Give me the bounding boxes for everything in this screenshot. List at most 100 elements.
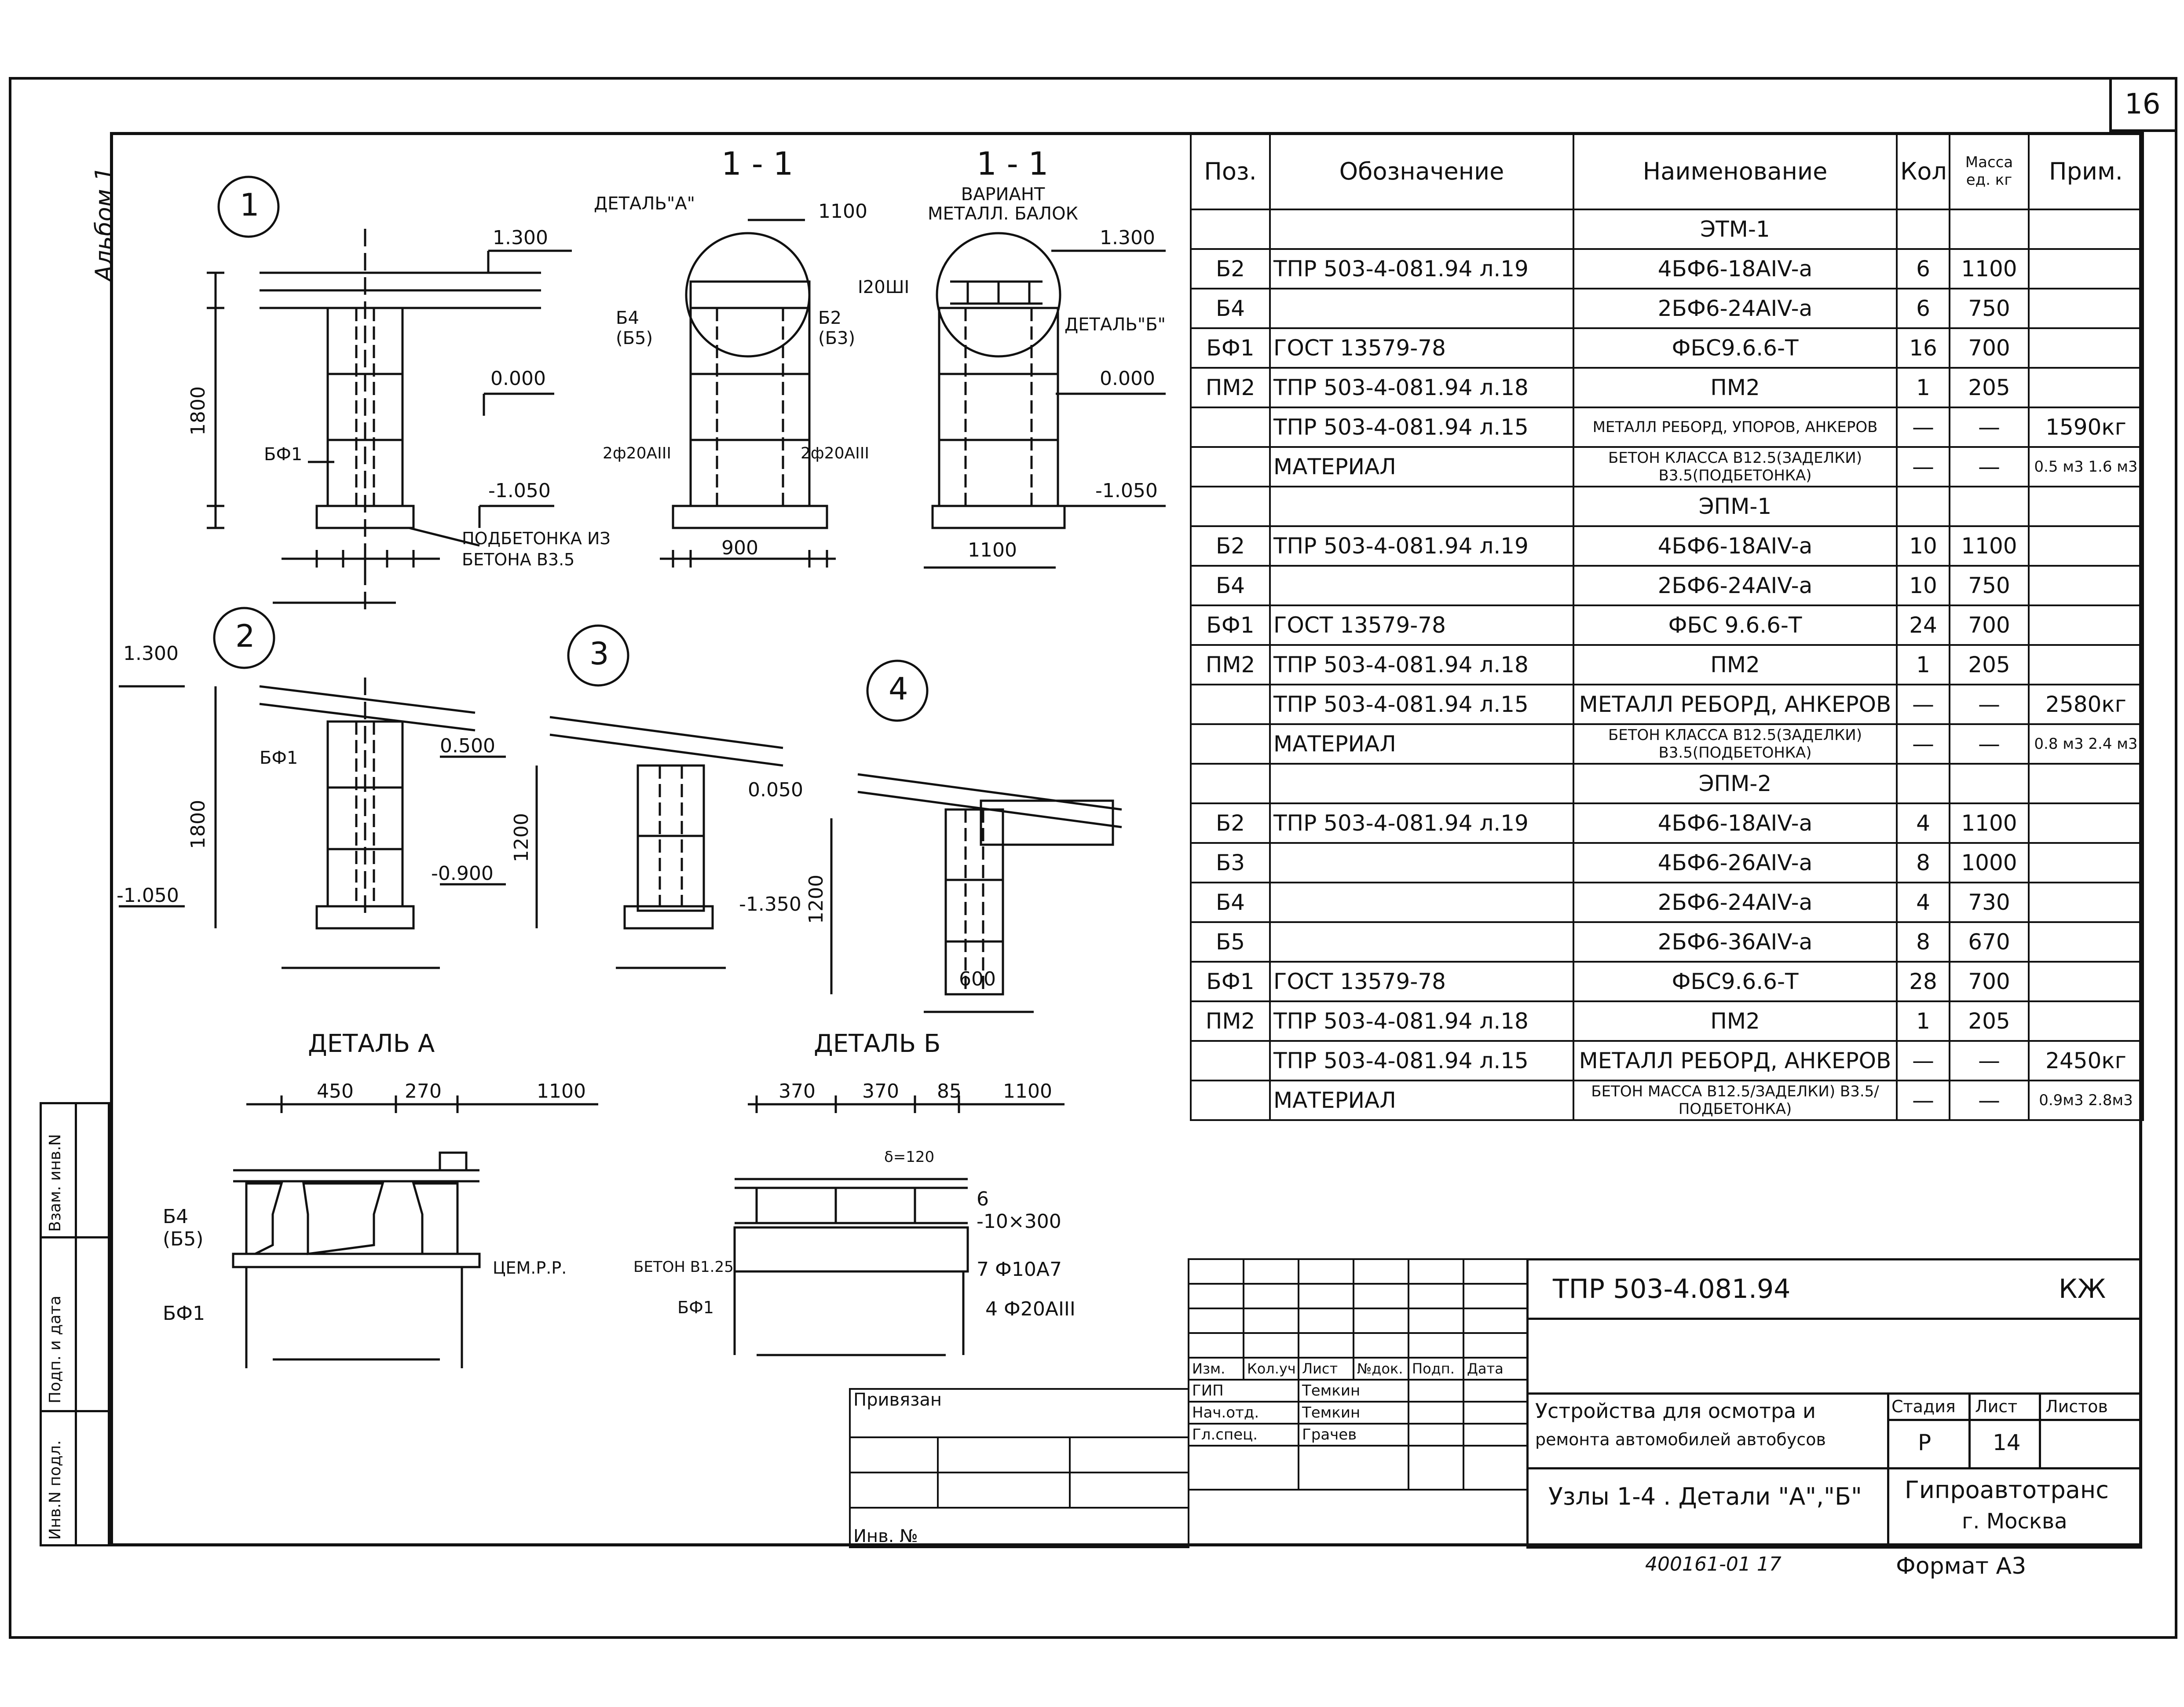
callout-phi20: 4 Ф20АIII	[985, 1298, 1076, 1320]
callout-cem: ЦЕМ.Р.Р.	[493, 1258, 567, 1278]
spec-cell-note	[2028, 763, 2144, 804]
spec-header-name: Наименование	[1573, 132, 1898, 210]
detail-a-title: ДЕТАЛЬ А	[308, 1029, 435, 1058]
spec-cell-qty: 1	[1896, 1000, 1950, 1042]
node-3-drawing	[440, 716, 783, 969]
spec-cell-pos: ПМ2	[1190, 367, 1271, 408]
spec-cell-note: 1590кг	[2028, 407, 2144, 448]
callout-b2b3: Б2 (Б3)	[818, 308, 856, 348]
spec-cell-qty: 10	[1896, 525, 1950, 567]
spec-cell-note: 0.5 м3 1.6 м3	[2028, 446, 2144, 487]
spec-header-qty: Кол.	[1896, 132, 1950, 210]
sheets-label: Листов	[2045, 1397, 2108, 1416]
title-vsep	[1887, 1392, 1889, 1549]
spec-cell-note	[2028, 565, 2144, 606]
format-label: Формат А3	[1896, 1553, 2027, 1579]
inv-label: Инв. №	[849, 1507, 1190, 1548]
title-sep-2	[1526, 1392, 2142, 1395]
spec-cell-note	[2028, 882, 2144, 923]
side-stamp-divider	[75, 1102, 77, 1546]
title-main-box	[1526, 1258, 2142, 1549]
spec-cell-mass: 670	[1949, 921, 2030, 963]
title-sep-1	[1526, 1318, 2142, 1320]
spec-cell-pos: Б4	[1190, 288, 1271, 329]
elev-m1050-variant: -1.050	[1095, 480, 1158, 502]
spec-cell-designation: ТПР 503-4-081.94 л.18	[1269, 367, 1574, 408]
node-number-2: 2	[235, 618, 255, 654]
section-label-1: 1 - 1	[721, 145, 794, 182]
section-label-2: 1 - 1	[977, 145, 1049, 182]
spec-cell-pos	[1190, 684, 1271, 725]
detail-b-title: ДЕТАЛЬ Б	[814, 1029, 941, 1058]
spec-cell-mass: 1000	[1949, 842, 2030, 883]
spec-cell-name: МЕТАЛЛ РЕБОРД, УПОРОВ, АНКЕРОВ	[1573, 407, 1898, 448]
spec-cell-pos: Б4	[1190, 565, 1271, 606]
spec-cell-qty: 24	[1896, 604, 1950, 646]
dim-600-node4: 600	[959, 968, 996, 990]
dim-1800-node2: 1800	[187, 800, 209, 849]
spec-cell-qty: —	[1896, 1040, 1950, 1081]
binding-block: Привязан Инв. №	[849, 1388, 1190, 1548]
spec-cell-pos	[1190, 763, 1271, 804]
spec-cell-designation	[1269, 486, 1574, 527]
spec-cell-note	[2028, 921, 2144, 963]
spec-cell-mass: 750	[1949, 565, 2030, 606]
spec-cell-mass: 730	[1949, 882, 2030, 923]
section-variant-label: ВАРИАНТ МЕТАЛЛ. БАЛОК	[928, 184, 1078, 224]
spec-cell-qty: —	[1896, 407, 1950, 448]
bound-label: Привязан	[849, 1388, 1190, 1438]
callout-concrete: БЕТОН В1.25	[633, 1258, 734, 1276]
elev-1300-node1: 1.300	[493, 227, 548, 249]
title-mark: КЖ	[2059, 1274, 2106, 1304]
elev-0000-node1: 0.000	[490, 367, 546, 390]
spec-cell-pos	[1190, 446, 1271, 487]
elev-m1050-node2: -1.050	[117, 884, 179, 907]
revision-grid: Изм. Кол.уч Лист №док. Подп. Дата ГИП Те…	[1188, 1258, 1528, 1491]
dim-270-detail-a: 270	[405, 1080, 442, 1103]
elev-0050-node4: 0.050	[748, 779, 803, 801]
spec-cell-name: БЕТОН МАССА В12.5/ЗАДЕЛКИ) В3.5/ПОДБЕТОН…	[1573, 1080, 1898, 1121]
staff-name: Темкин	[1298, 1401, 1409, 1425]
spec-cell-mass	[1949, 209, 2030, 250]
spec-cell-qty: 28	[1896, 961, 1950, 1002]
spec-header-pos: Поз.	[1190, 132, 1271, 210]
spec-cell-designation: ТПР 503-4-081.94 л.15	[1269, 684, 1574, 725]
spec-cell-qty: —	[1896, 723, 1950, 765]
revision-header-row: Изм. Кол.уч Лист №док. Подп. Дата	[1188, 1357, 1528, 1381]
spec-cell-note	[2028, 367, 2144, 408]
detail-a-drawing	[232, 1095, 598, 1368]
spec-cell-qty: 6	[1896, 288, 1950, 329]
spec-cell-pos: ПМ2	[1190, 644, 1271, 685]
spec-cell-designation: МАТЕРИАЛ	[1269, 1080, 1574, 1121]
spec-cell-name: 4БФ6-18АIV-а	[1573, 802, 1898, 844]
spec-cell-qty	[1896, 486, 1950, 527]
elev-m0900-node3: -0.900	[431, 862, 494, 885]
spec-cell-note: 2450кг	[2028, 1040, 2144, 1081]
title-line-1: Устройства для осмотра и	[1535, 1399, 1816, 1423]
spec-cell-designation	[1269, 565, 1574, 606]
footer-number: 400161-01 17	[1645, 1553, 1782, 1575]
spec-cell-qty: 4	[1896, 882, 1950, 923]
callout-bf1-detail-a: БФ1	[163, 1302, 205, 1325]
staff-row: ГИП Темкин	[1188, 1379, 1528, 1403]
spec-cell-name: БЕТОН КЛАССА В12.5(ЗАДЕЛКИ) В3.5(ПОДБЕТО…	[1573, 446, 1898, 487]
page-number: 16	[2125, 88, 2161, 121]
spec-cell-pos	[1190, 723, 1271, 765]
spec-cell-note	[2028, 604, 2144, 646]
dim-370-detail-b-2: 370	[862, 1080, 899, 1103]
node-number-1: 1	[240, 187, 260, 223]
dim-1100-detail-a: 1100	[537, 1080, 586, 1103]
spec-cell-qty: —	[1896, 1080, 1950, 1121]
spec-cell-name: 4БФ6-18АIV-а	[1573, 248, 1898, 289]
spec-cell-mass: 700	[1949, 961, 2030, 1002]
elev-0500-node3: 0.500	[440, 735, 495, 757]
dim-370-detail-b-1: 370	[779, 1080, 816, 1103]
spec-cell-note	[2028, 961, 2144, 1002]
title-code: ТПР 503-4.081.94	[1553, 1274, 1791, 1304]
